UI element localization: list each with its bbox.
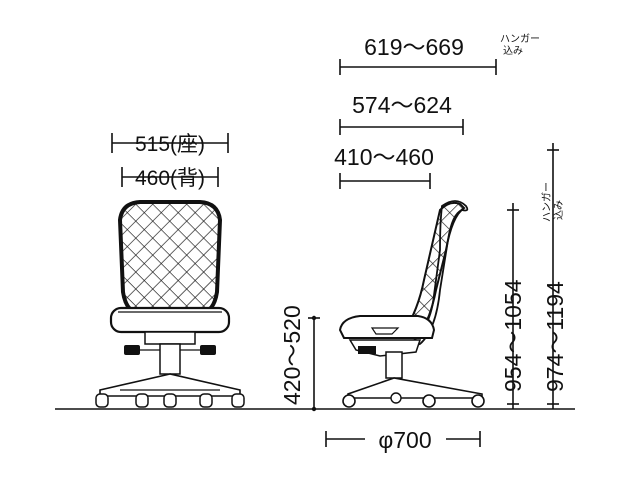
- front-base: [99, 373, 241, 397]
- depth-min-dimension: 410〜460: [334, 144, 434, 189]
- front-view-chair: [95, 200, 245, 408]
- base-diameter-label: φ700: [378, 427, 431, 453]
- hanger-note-depth-1: ハンガー: [500, 33, 540, 45]
- hanger-note-height-2: 込み: [553, 200, 565, 220]
- seat-height-label: 420〜520: [279, 305, 305, 405]
- seat-width-label: 515(座): [135, 133, 205, 156]
- depth-min-label: 410〜460: [334, 144, 434, 170]
- total-height-dimension: 954〜1054: [500, 203, 526, 409]
- side-backrest-frame: [399, 200, 469, 351]
- base-diameter-dimension: φ700: [325, 427, 481, 453]
- front-mechanism: [144, 331, 196, 345]
- side-base: [347, 377, 483, 399]
- depth-mid-dimension: 574〜624: [339, 92, 464, 135]
- backrest-mesh: [117, 200, 223, 316]
- hanger-note-height-1: ハンガー: [541, 182, 553, 222]
- depth-with-hanger-label: 619〜669: [364, 34, 464, 60]
- side-seat: [338, 315, 436, 339]
- seat-width-dimension: 515(座): [111, 133, 229, 156]
- depth-mid-label: 574〜624: [352, 92, 452, 118]
- total-height-with-hanger-label: 974〜1194: [542, 281, 568, 392]
- back-width-dimension: 460(背): [121, 167, 219, 190]
- total-height-with-hanger-dimension: 974〜1194 ハンガー 込み: [541, 143, 568, 409]
- depth-with-hanger-dimension: 619〜669 ハンガー 込み: [339, 33, 540, 75]
- seat-height-dimension: 420〜520: [279, 305, 320, 412]
- front-gas-cylinder: [159, 343, 181, 375]
- hanger-note-depth-2: 込み: [503, 45, 523, 57]
- total-height-label: 954〜1054: [500, 279, 526, 392]
- side-backrest-mesh: [402, 201, 466, 333]
- back-width-label: 460(背): [135, 167, 205, 190]
- side-view-chair: [338, 200, 485, 408]
- side-gas-cylinder: [385, 351, 403, 379]
